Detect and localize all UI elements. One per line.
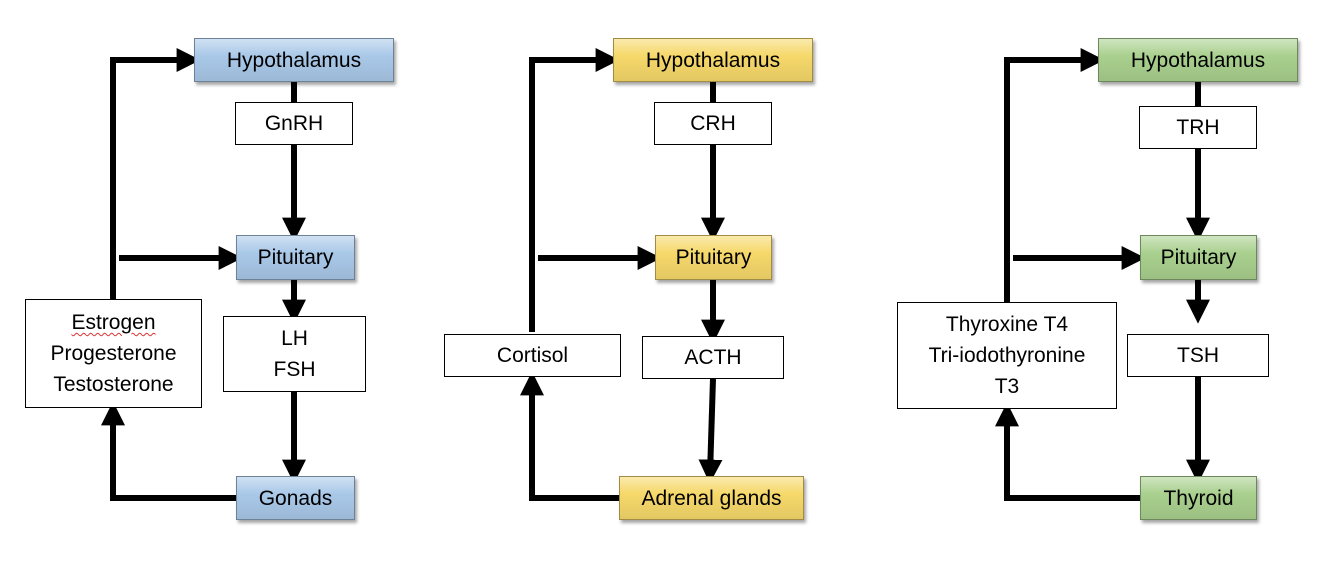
arrow-adrenal-feedback-2 [520, 371, 619, 501]
hypothalamus-node-adrenal: Hypothalamus [613, 38, 813, 82]
pituitary-node-thyroid: Pituitary [1140, 235, 1257, 280]
arrow-thyroid-feedback-3 [995, 402, 1140, 501]
arrow-feedback-to-hypothalamus-2 [529, 48, 620, 332]
pituitary-node-adrenal: Pituitary [655, 235, 772, 280]
sex-steroids-box: Estrogen Progesterone Testosterone [25, 299, 202, 408]
lh-fsh-box: LH FSH [223, 316, 366, 392]
thyroid-node: Thyroid [1140, 476, 1257, 520]
testosterone-label: Testosterone [53, 373, 174, 396]
hypothalamus-node-thyroid: Hypothalamus [1098, 38, 1298, 82]
trh-box: TRH [1139, 106, 1257, 149]
crh-box: CRH [654, 102, 772, 145]
gonads-node: Gonads [236, 476, 355, 520]
arrow-gonads-feedback-1 [101, 401, 236, 501]
progesterone-label: Progesterone [50, 342, 177, 365]
gnrh-box: GnRH [235, 102, 353, 145]
pituitary-node-gonadal: Pituitary [236, 235, 355, 280]
arrow-feedback-to-hypothalamus-3 [1004, 48, 1105, 302]
t3-label: T3 [994, 375, 1020, 398]
lh-label: LH [281, 327, 308, 350]
fsh-label: FSH [273, 358, 316, 381]
estrogen-label: Estrogen [71, 311, 156, 334]
adrenal-glands-node: Adrenal glands [619, 476, 804, 520]
cortisol-box: Cortisol [444, 334, 621, 377]
thyroxine-label: Thyroxine T4 [945, 313, 1069, 336]
arrow-acth-to-adrenal [698, 378, 723, 484]
thyroid-hormones-box: Thyroxine T4 Tri-iodothyronine T3 [897, 302, 1117, 409]
arrow-feedback-to-hypothalamus-1 [110, 48, 201, 299]
acth-box: ACTH [642, 336, 784, 379]
hypothalamus-node-gonadal: Hypothalamus [194, 38, 394, 82]
tsh-box: TSH [1127, 334, 1269, 377]
triiodothyronine-label: Tri-iodothyronine [928, 344, 1086, 367]
